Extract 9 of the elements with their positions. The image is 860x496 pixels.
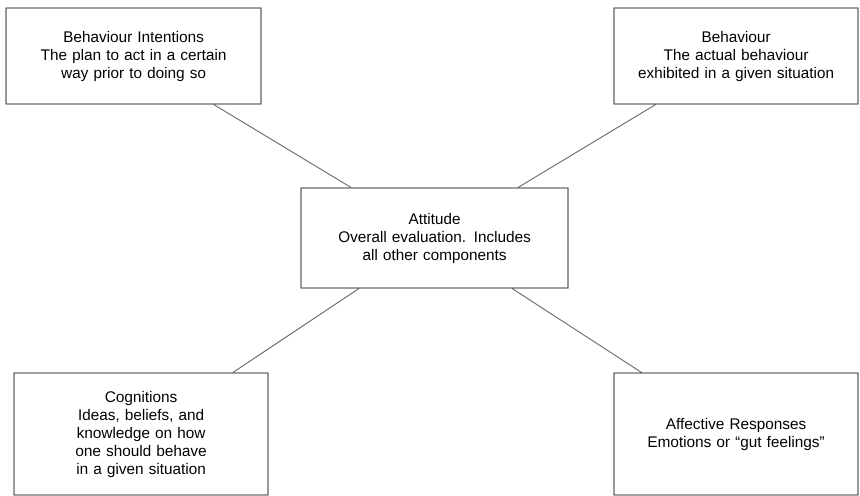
connector-line: [518, 104, 656, 188]
concept-box: Behaviour The actual behaviour exhibited in a given situation: [613, 7, 859, 105]
connector-line: [213, 104, 352, 188]
concept-box: Behaviour Intentions The plan to act in a certain way prior to doing so: [5, 7, 262, 105]
connector-line: [232, 288, 360, 373]
concept-box: Attitude Overall evaluation. Includes all other components: [300, 187, 569, 289]
concept-box: Affective Responses Emotions or “gut feelings”: [613, 372, 859, 496]
concept-box: Cognitions Ideas, beliefs, and knowledge on how one should behave in a given situation: [13, 372, 269, 496]
connector-line: [512, 288, 642, 373]
